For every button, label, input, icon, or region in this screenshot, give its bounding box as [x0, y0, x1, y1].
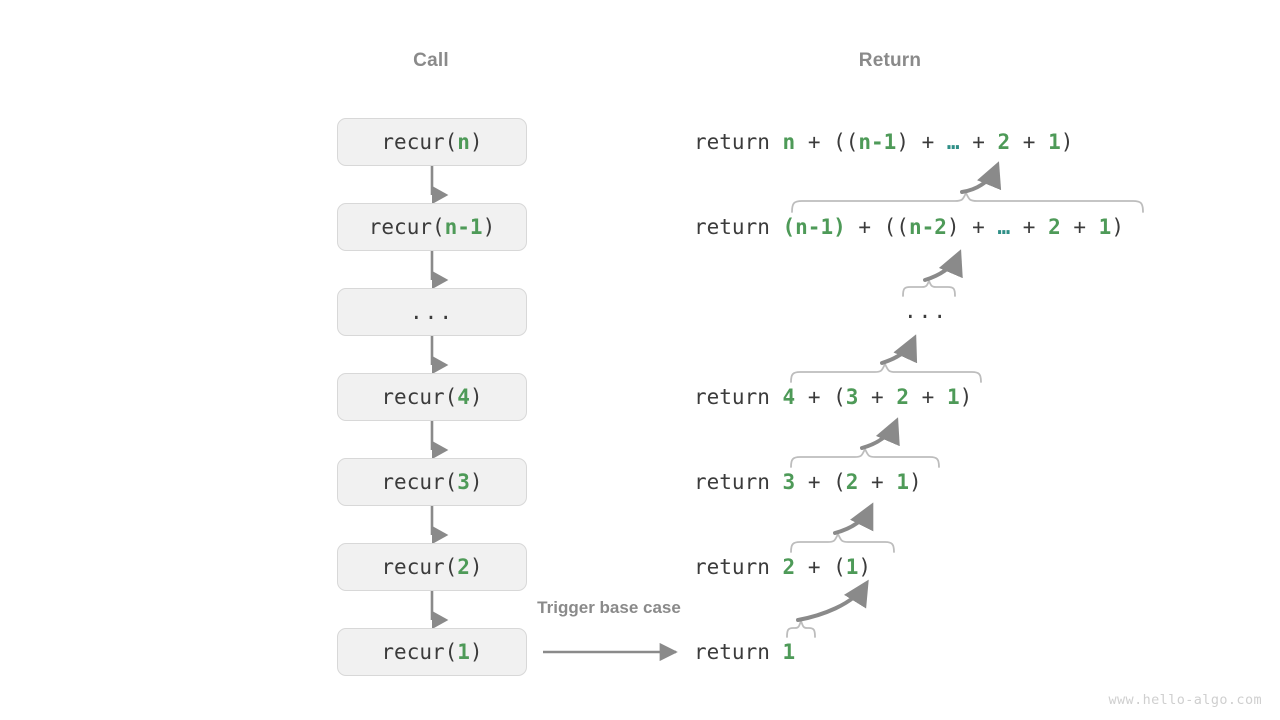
brace-row6 — [786, 618, 816, 638]
call-box-recur-n[interactable]: recur(n) — [337, 118, 527, 166]
return-keyword: return — [694, 470, 770, 494]
return-keyword: return — [694, 385, 770, 409]
call-box-close: ) — [469, 470, 483, 494]
brace-row4 — [790, 446, 940, 468]
call-box-arg: n — [457, 130, 470, 154]
brace-row2 — [791, 190, 1144, 213]
return-line-3: return 4 + (3 + 2 + 1) — [694, 385, 973, 409]
return-line-1: return n + ((n-1) + … + 2 + 1) — [694, 130, 1074, 154]
return-keyword: return — [694, 640, 770, 664]
trigger-base-case-label: Trigger base case — [537, 598, 681, 617]
call-box-fn: recur( — [368, 215, 445, 239]
return-keyword: return — [694, 555, 770, 579]
call-box-recur-4[interactable]: recur(4) — [337, 373, 527, 421]
return-curve-4 — [860, 417, 900, 450]
call-box-recur-2[interactable]: recur(2) — [337, 543, 527, 591]
call-box-fn: recur( — [381, 130, 458, 154]
column-heading-return: Return — [858, 50, 922, 71]
return-curve-3 — [880, 334, 918, 365]
call-box-arg: ... — [410, 300, 454, 324]
return-line-4: return 3 + (2 + 1) — [694, 470, 922, 494]
brace-row3 — [790, 361, 982, 383]
return-line-5: return 2 + (1) — [694, 555, 872, 579]
return-line-2: return (n-1) + ((n-2) + … + 2 + 1) — [694, 215, 1124, 239]
call-box-recur-n-1[interactable]: recur(n-1) — [337, 203, 527, 251]
call-box-arg: 1 — [457, 640, 470, 664]
call-box-close: ) — [469, 130, 483, 154]
call-box-arg: 2 — [457, 555, 470, 579]
brace-row5 — [790, 531, 895, 553]
call-box-arg: n-1 — [444, 215, 483, 239]
return-curve-2 — [923, 249, 963, 282]
call-box-close: ) — [469, 640, 483, 664]
call-box-arg: 4 — [457, 385, 470, 409]
brace-mid-dots — [902, 278, 956, 297]
call-box-close: ) — [482, 215, 496, 239]
return-curve-6 — [796, 579, 869, 622]
watermark: www.hello-algo.com — [1108, 692, 1262, 708]
call-box-close: ) — [469, 555, 483, 579]
column-heading-call: Call — [413, 50, 449, 71]
return-ellipsis: ... — [904, 299, 948, 323]
call-box-fn: recur( — [381, 470, 458, 494]
return-keyword: return — [694, 215, 770, 239]
call-box-close: ) — [469, 385, 483, 409]
call-box-ellipsis[interactable]: ... — [337, 288, 527, 336]
call-box-fn: recur( — [381, 385, 458, 409]
return-keyword: return — [694, 130, 770, 154]
return-curve-5 — [833, 502, 874, 535]
return-line-6: return 1 — [694, 640, 796, 664]
call-box-recur-3[interactable]: recur(3) — [337, 458, 527, 506]
call-box-fn: recur( — [381, 640, 458, 664]
return-curve-1 — [960, 161, 1002, 194]
call-box-fn: recur( — [381, 555, 458, 579]
call-box-arg: 3 — [457, 470, 470, 494]
call-box-recur-1[interactable]: recur(1) — [337, 628, 527, 676]
